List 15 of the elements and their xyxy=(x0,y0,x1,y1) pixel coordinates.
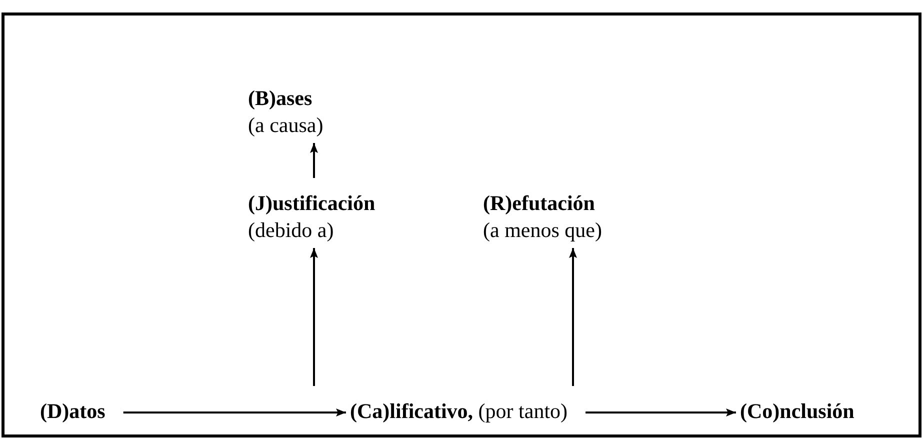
element-name: (B)ases xyxy=(248,85,314,112)
connector-phrase: (a menos que) xyxy=(483,217,602,244)
element-name: (D)atos xyxy=(40,399,106,423)
element-name: (R)efutación xyxy=(483,190,596,217)
arrow xyxy=(586,408,736,416)
arrow xyxy=(569,248,577,386)
arrow xyxy=(310,248,318,386)
element-name: (Co)nclusión xyxy=(740,399,854,423)
arrow xyxy=(123,408,346,416)
connector-phrase: (debido a) xyxy=(248,217,335,244)
element-name: (Ca)lificativo, xyxy=(350,399,474,423)
arrow xyxy=(310,143,318,178)
connector-phrase: (por tanto) xyxy=(477,399,568,423)
connector-phrase: (a causa) xyxy=(248,112,324,139)
element-name: (J)ustificación xyxy=(248,190,376,217)
